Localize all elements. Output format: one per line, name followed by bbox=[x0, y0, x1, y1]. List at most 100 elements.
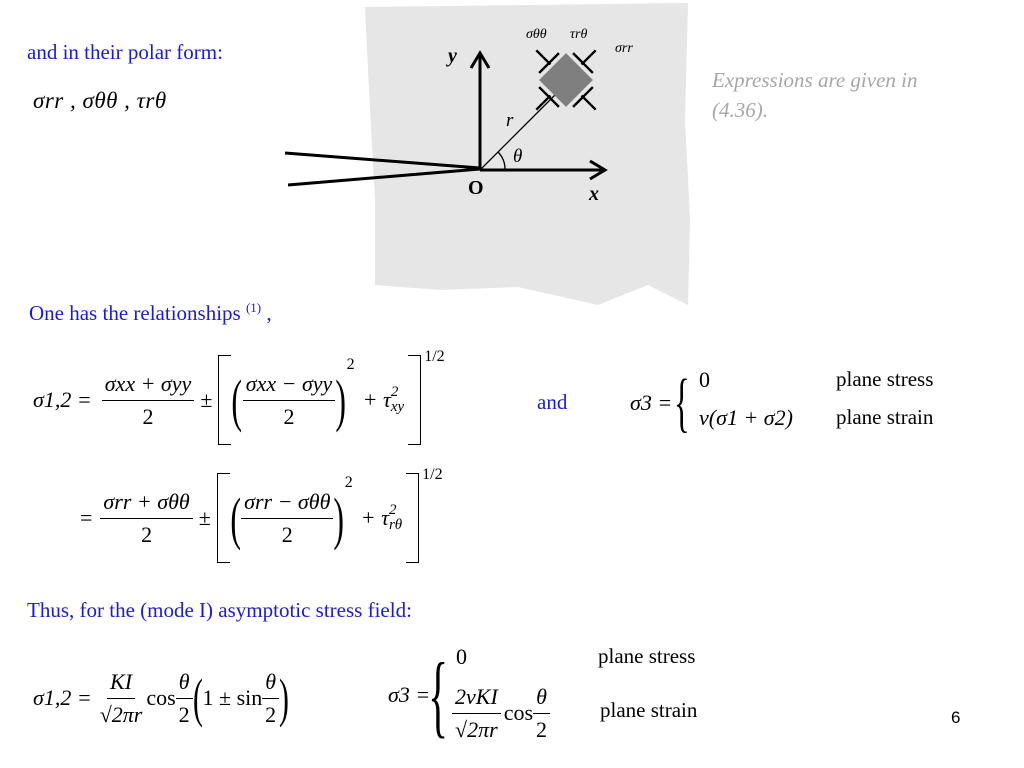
eq4-case2-theta-fraction: θ 2 bbox=[533, 684, 550, 743]
eq1-right-bracket bbox=[408, 355, 422, 445]
theta-label: θ bbox=[513, 146, 522, 167]
eq2-square-exponent: 2 bbox=[344, 474, 353, 491]
crack-lower-face bbox=[287, 167, 481, 187]
eq3-theta-fraction: θ 2 bbox=[175, 669, 193, 728]
eq2-left-bracket bbox=[216, 473, 230, 563]
eq4-case2-denominator: √2πr bbox=[455, 716, 498, 742]
eq2-mean-denominator: 2 bbox=[141, 521, 153, 547]
sigma3-case2-label: plane strain bbox=[836, 405, 934, 429]
eq3-theta-denominator: 2 bbox=[178, 701, 190, 727]
eq1-right-paren: ) bbox=[335, 367, 347, 433]
eq1-plus-tau: + τ bbox=[362, 387, 391, 412]
arrow-top bbox=[535, 49, 552, 66]
eq4-case2-theta-numerator: θ bbox=[533, 684, 550, 714]
eq2-tau-sub: rθ bbox=[388, 517, 403, 533]
arrow-bottom bbox=[580, 94, 597, 111]
relationships-text: One has the relationships bbox=[29, 301, 241, 325]
mode-one-principal-stress-equation: σ1,2 = KI √2πr cos θ 2 ( 1 ± sin θ 2 ) bbox=[33, 658, 289, 738]
eq2-mean-fraction: σrr + σθθ 2 bbox=[100, 489, 193, 548]
eq1-inner-denominator: 2 bbox=[283, 403, 295, 429]
eq2-plus-tau: + τ bbox=[360, 505, 389, 530]
eq3-left-paren: ( bbox=[192, 668, 203, 728]
eq2-right-paren: ) bbox=[333, 485, 345, 551]
eq1-tau-sub: xy bbox=[390, 399, 405, 415]
eq2-tau-indices: 2 rθ bbox=[389, 503, 402, 533]
note-line-2: (4.36). bbox=[712, 98, 768, 122]
crack-upper-face bbox=[284, 151, 481, 170]
eq1-mean-fraction: σxx + σyy 2 bbox=[101, 371, 195, 430]
principal-stress-equation-cartesian: σ1,2 = σxx + σyy 2 ± ( σxx − σyy 2 ) 2 +… bbox=[33, 348, 445, 450]
plate-background bbox=[365, 3, 690, 305]
eq3-theta2-denominator: 2 bbox=[265, 701, 277, 727]
arrow-left bbox=[535, 94, 552, 111]
eq1-inner-numerator: σxx − σyy bbox=[242, 371, 336, 401]
eq2-inner-fraction: σrr − σθθ 2 bbox=[241, 489, 334, 548]
radius-line bbox=[479, 87, 563, 171]
eq3-numerator: KI bbox=[107, 669, 136, 699]
eq1-inner-fraction: σxx − σyy 2 bbox=[242, 371, 336, 430]
eq4-case2-fraction: 2νKI √2πr bbox=[452, 684, 501, 743]
eq1-half-exponent: 1/2 bbox=[424, 348, 445, 365]
y-arrow-head bbox=[469, 50, 491, 69]
intro-text: and in their polar form: bbox=[27, 40, 223, 64]
eq2-inner-numerator: σrr − σθθ bbox=[241, 489, 334, 519]
eq2-inner-denominator: 2 bbox=[281, 521, 293, 547]
sigma3-case2: ν(σ1 + σ2) bbox=[699, 405, 793, 430]
eq2-right-bracket bbox=[406, 473, 420, 563]
sigma-theta-theta-label: σθθ bbox=[526, 27, 547, 42]
shear-right bbox=[572, 52, 594, 74]
eq1-tau-sup: 2 bbox=[390, 384, 399, 400]
eq1-left-bracket bbox=[218, 355, 232, 445]
x-arrow-head bbox=[589, 159, 608, 181]
eq1-left-paren: ( bbox=[231, 367, 243, 433]
polar-components: σrr , σθθ , τrθ bbox=[33, 88, 167, 113]
eq3-denominator: √2πr bbox=[99, 701, 143, 727]
sigma3-brace: { bbox=[674, 365, 690, 439]
eq3-cos: cos bbox=[146, 685, 176, 710]
x-axis-label: x bbox=[588, 183, 599, 205]
eq4-case1-label: plane stress bbox=[598, 644, 696, 668]
sigma3-case1: 0 bbox=[699, 367, 710, 392]
mode-one-sigma3-equation: σ3 = { bbox=[388, 644, 449, 746]
eq4-case1: 0 bbox=[456, 644, 467, 669]
eq1-mean-denominator: 2 bbox=[142, 403, 154, 429]
shear-top bbox=[538, 52, 560, 74]
eq3-theta2-numerator: θ bbox=[262, 669, 280, 699]
eq4-case2-theta-denominator: 2 bbox=[536, 716, 547, 742]
eq2-tau-sup: 2 bbox=[388, 502, 397, 518]
arrow-right bbox=[580, 49, 597, 66]
eq1-square-exponent: 2 bbox=[346, 356, 355, 373]
y-axis-label: y bbox=[446, 45, 457, 67]
shear-left bbox=[538, 86, 560, 108]
sigma3-lhs: σ3 = bbox=[630, 389, 673, 415]
eq2-lhs: = bbox=[80, 505, 93, 530]
eq2-left-paren: ( bbox=[230, 485, 241, 551]
eq2-mean-numerator: σrr + σθθ bbox=[100, 489, 193, 519]
thus-text: Thus, for the (mode I) asymptotic stress… bbox=[27, 598, 412, 622]
eq2-plus-minus: ± bbox=[198, 505, 211, 530]
sigma3-case1-label: plane stress bbox=[836, 367, 934, 391]
note-line-1: Expressions are given in bbox=[712, 68, 918, 92]
slide-number: 6 bbox=[951, 708, 961, 727]
eq4-case2-label: plane strain bbox=[600, 698, 698, 722]
eq4-brace: { bbox=[428, 644, 449, 746]
eq3-right-paren: ) bbox=[279, 668, 290, 728]
r-label: r bbox=[506, 110, 514, 131]
eq1-tau-indices: 2 xy bbox=[391, 385, 404, 415]
eq4-case2-numerator: 2νKI bbox=[452, 684, 501, 714]
sigma3-equation: σ3 = { bbox=[630, 365, 692, 440]
eq1-lhs: σ1,2 = bbox=[33, 387, 92, 412]
eq2-half-exponent: 1/2 bbox=[422, 466, 443, 483]
eq4-lhs: σ3 = bbox=[388, 682, 431, 707]
eq1-mean-numerator: σxx + σyy bbox=[101, 371, 195, 401]
sigma-rr-label: σrr bbox=[615, 41, 633, 56]
eq4-case2-cos: cos bbox=[503, 700, 534, 725]
relationships-comma: , bbox=[266, 301, 272, 325]
origin-label: O bbox=[468, 177, 484, 199]
eq4-case2: 2νKI √2πr cos θ 2 bbox=[452, 680, 550, 746]
eq3-theta-numerator: θ bbox=[175, 669, 193, 699]
relationships-line: One has the relationships (1) , bbox=[29, 300, 272, 326]
principal-stress-equation-polar: = σrr + σθθ 2 ± ( σrr − σθθ 2 ) 2 + τ 2 … bbox=[80, 466, 443, 568]
eq3-lhs: σ1,2 = bbox=[33, 685, 92, 710]
shear-bottom bbox=[572, 86, 594, 108]
